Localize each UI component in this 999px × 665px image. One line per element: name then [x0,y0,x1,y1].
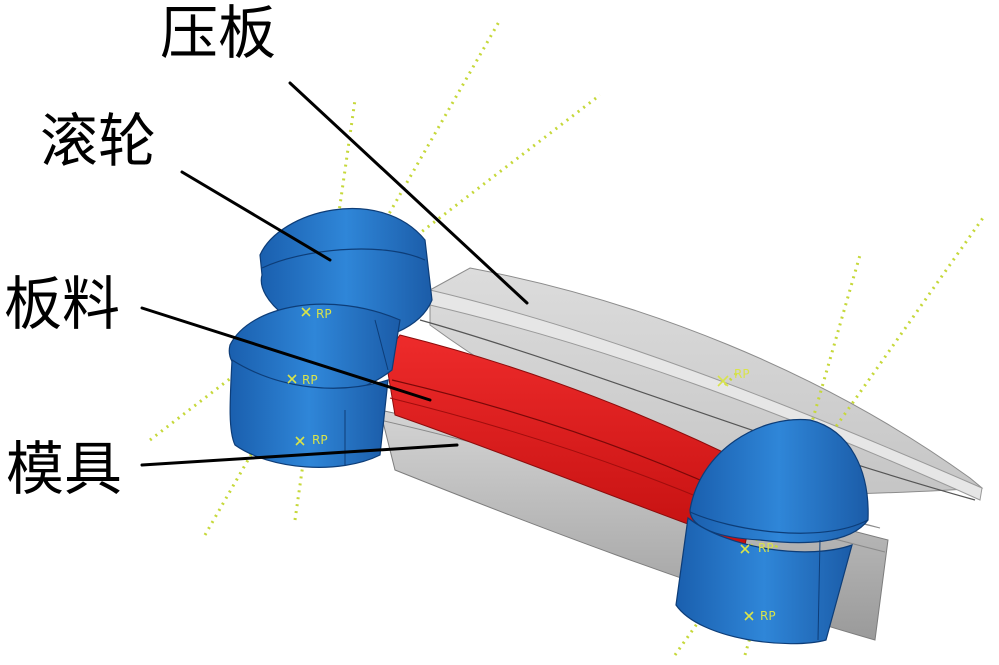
label-die: 模具 [6,435,123,503]
rp-label: RP [312,433,328,447]
rp-label: RP [760,609,776,623]
roller-right [675,418,869,645]
rp-label: RP [758,541,774,555]
leader-line-sheet [140,306,432,402]
reference-point-labels: RP RP RP RP RP RP [302,307,776,623]
leader-lines [140,81,529,467]
leader-line-roller [180,170,332,262]
label-pressure-plate: 压板 [160,0,277,67]
reference-point-markers [287,307,754,621]
leader-line-die [140,443,459,467]
rp-label: RP [734,367,750,381]
rp-label: RP [316,307,332,321]
label-sheet-blank: 板料 [4,270,121,338]
label-roller: 滚轮 [40,107,157,175]
leader-line-pressure-plate [288,81,529,305]
rp-label: RP [302,373,318,387]
